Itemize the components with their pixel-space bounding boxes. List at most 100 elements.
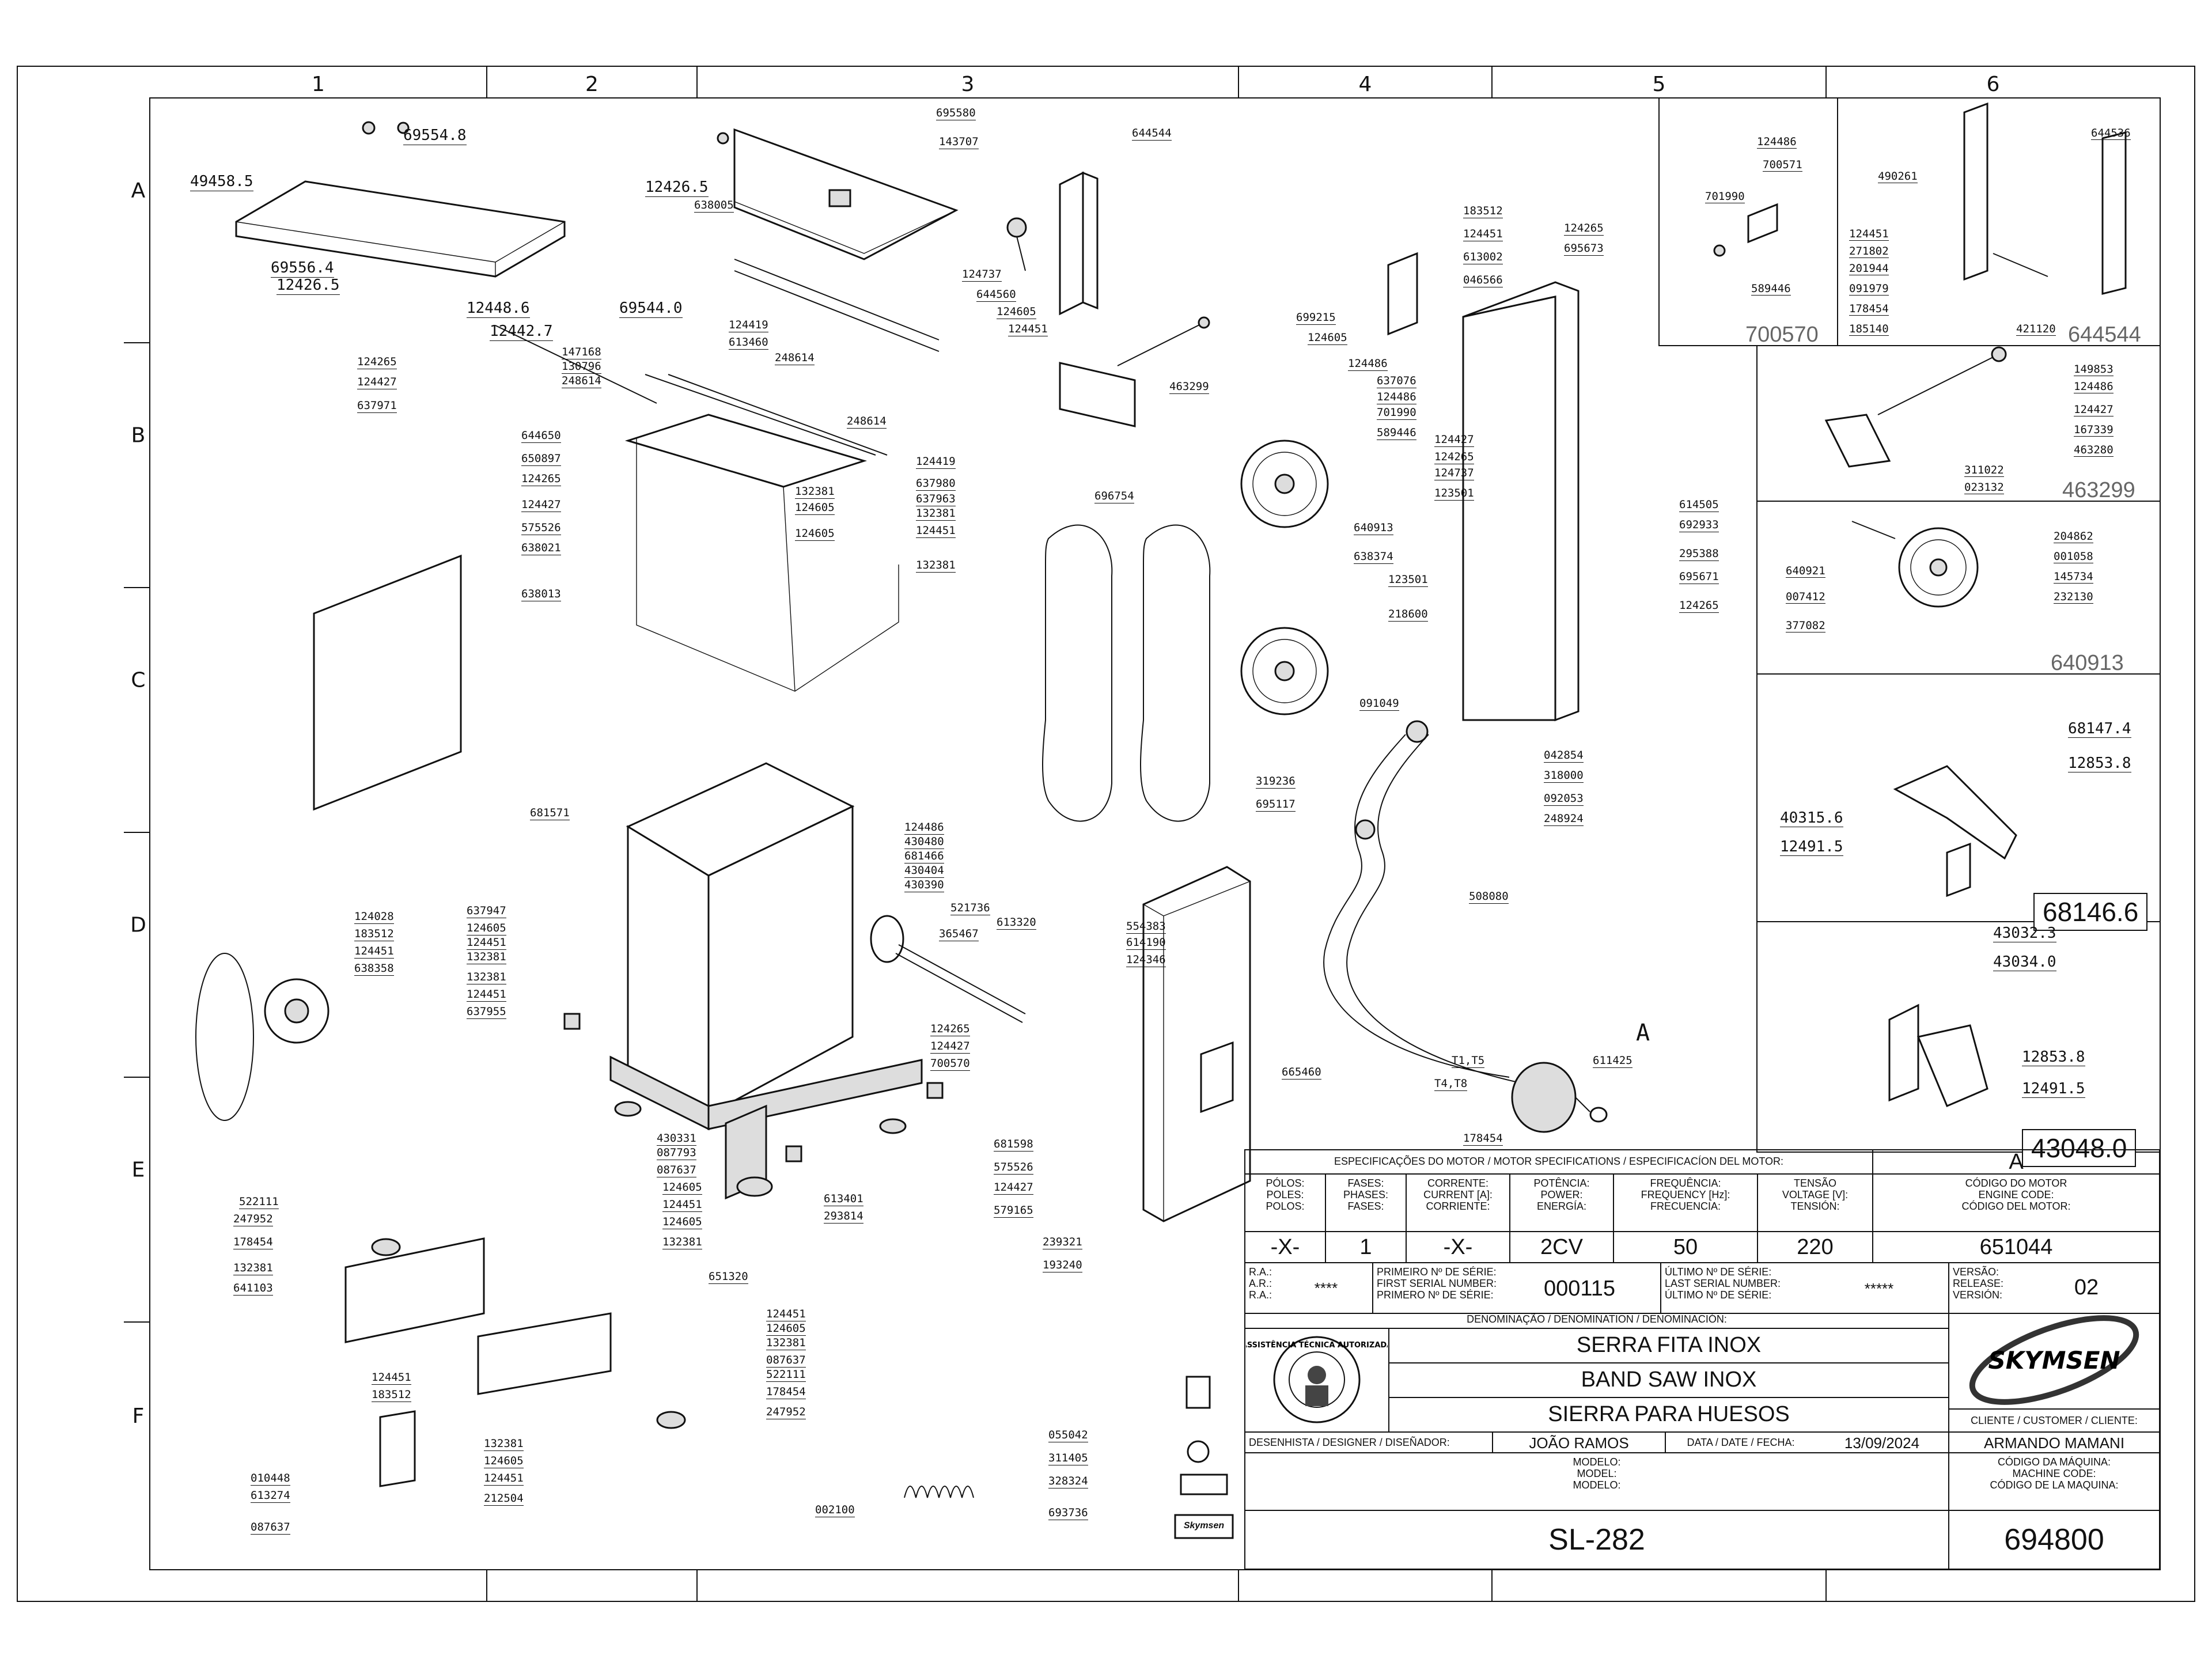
part-callout-a3: 143707	[939, 135, 979, 149]
part-callout-d2: 365467	[939, 927, 979, 941]
part-callout-b4: 124605	[1308, 331, 1347, 345]
motor-spec-value: 1	[1326, 1232, 1407, 1263]
part-callout-b1: 124427	[521, 498, 561, 512]
support-brackets	[344, 1237, 686, 1487]
part-callout-b1: 638013	[521, 588, 561, 601]
part-callout-d2: 681571	[530, 806, 570, 820]
motor-spec-header: ESPECIFICAÇÕES DO MOTOR / MOTOR SPECIFIC…	[1245, 1150, 1873, 1175]
inset-callout: 167339	[2074, 423, 2113, 437]
date-label: DATA / DATE / FECHA:	[1666, 1433, 1816, 1453]
part-callout-e1: 124451	[766, 1308, 806, 1321]
inset-callout: 589446	[1751, 282, 1791, 296]
part-callout-b1: 124605	[795, 501, 835, 515]
part-callout-e2: 681598	[994, 1138, 1033, 1152]
part-callout-e1: 641103	[233, 1282, 273, 1296]
part-callout-d2: 430480	[904, 835, 944, 849]
part-callout-e2: 087637	[657, 1164, 696, 1177]
part-callout-d2: 132381	[467, 950, 506, 964]
part-callout-b1: 124265	[357, 355, 397, 369]
part-callout-a3: 638005	[694, 199, 734, 213]
part-callout-b4: 124486	[1377, 391, 1416, 404]
inset-tag: 640913	[2051, 651, 2124, 675]
inset-callout: 640921	[1786, 565, 1825, 578]
inset-callout: 12491.5	[2022, 1080, 2085, 1098]
part-callout-b1: 644650	[521, 429, 561, 443]
part-callout-b4: 124486	[1348, 357, 1388, 371]
part-callout-b1: 248614	[847, 415, 887, 429]
grid-row-label: E	[132, 1158, 145, 1182]
motor-spec-value: 50	[1614, 1232, 1758, 1263]
last-serial-label-en: LAST SERIAL NUMBER:	[1665, 1277, 1781, 1289]
inset-frame	[1756, 921, 2161, 1153]
part-callout-b1: 575526	[521, 521, 561, 535]
part-callout-d2: 124605	[467, 922, 506, 935]
part-callout-e2: 124605	[662, 1181, 702, 1195]
inset-68146-geometry	[1893, 765, 2017, 897]
inset-callout: 007412	[1786, 590, 1825, 604]
part-callout-a3: 124737	[962, 268, 1002, 282]
part-callout-e1: 124451	[372, 1371, 411, 1385]
part-callout-d2: 638358	[354, 962, 394, 976]
title-block: ESPECIFICAÇÕES DO MOTOR / MOTOR SPECIFIC…	[1241, 1149, 2160, 1570]
part-callout-b1: 637963	[916, 493, 956, 506]
inset-callout: 201944	[1849, 262, 1889, 275]
name-pt: SERRA FITA INOX	[1389, 1329, 1949, 1363]
part-callout-b4: 699215	[1296, 311, 1336, 325]
part-callout-d2: 124486	[904, 821, 944, 835]
part-callout-f1: 010448	[251, 1472, 290, 1486]
part-callout-b4: 124451	[1463, 228, 1503, 241]
part-callout-d2: 681466	[904, 850, 944, 863]
spring-002100	[904, 1486, 974, 1498]
inset-tag: 700570	[1745, 323, 1819, 347]
part-callout-b1: 248614	[562, 374, 601, 388]
grid-col-label-top: 5	[1653, 73, 1666, 96]
part-callout-b4: 701990	[1377, 406, 1416, 420]
part-callout-b1: 613460	[729, 336, 768, 350]
part-callout-b1: 124265	[521, 472, 561, 486]
part-callout-d2: 132381	[467, 971, 506, 984]
part-callout-f1: 124605	[484, 1455, 524, 1468]
date-value: 13/09/2024	[1816, 1433, 1949, 1453]
machine-code-label-pt: CÓDIGO DA MÁQUINA:	[1997, 1456, 2111, 1468]
part-callout-a3: 124451	[1008, 323, 1048, 336]
inset-callout: 091979	[1849, 282, 1889, 296]
part-callout-b4: 123501	[1388, 573, 1428, 587]
part-callout-e1: 132381	[233, 1262, 273, 1275]
part-callout-b1: 132381	[795, 485, 835, 499]
part-callout-c4: 319236	[1256, 775, 1296, 789]
part-callout-e1: 132381	[766, 1336, 806, 1350]
saw-column	[1387, 252, 1580, 722]
last-serial-label-es: ÚLTIMO Nº DE SÉRIE:	[1665, 1289, 1772, 1301]
inset-callout: 178454	[1849, 302, 1889, 316]
inset-tag: 644544	[2068, 323, 2141, 347]
client-name: ARMANDO MAMANI	[1949, 1433, 2159, 1453]
part-callout-d2: 430390	[904, 878, 944, 892]
inset-callout: 12853.8	[2022, 1048, 2085, 1066]
ra-label-en: A.R.:	[1249, 1277, 1272, 1289]
part-callout-a3r: 463299	[1169, 380, 1209, 394]
part-callout-a3: 124605	[997, 305, 1036, 319]
machine-code: 694800	[2004, 1523, 2104, 1556]
part-callout-a1: 12426.5	[276, 276, 340, 295]
part-callout-e2: 087793	[657, 1146, 696, 1160]
part-callout-d2: 124427	[930, 1040, 970, 1054]
part-callout-b1: 132381	[916, 559, 956, 573]
grid-col-label-top: 4	[1359, 73, 1372, 96]
machine-code-label-en: MACHINE CODE:	[2012, 1467, 2096, 1479]
motor-spec-head-line: FREQUENCY [Hz]:	[1641, 1188, 1730, 1200]
part-callout-f1: 328324	[1048, 1475, 1088, 1488]
inset-callout: 700571	[1763, 158, 1802, 172]
inset-callout: 43032.3	[1993, 925, 2056, 942]
labels-stickers	[1174, 1376, 1234, 1539]
motor-spec-head-line: POLOS:	[1266, 1200, 1305, 1212]
part-callout-b4: 637076	[1377, 374, 1416, 388]
part-callout-b1: 124605	[795, 527, 835, 541]
inset-callout: 421120	[2016, 323, 2056, 336]
inset-callout: 124427	[2074, 403, 2113, 416]
motor-spec-value: 2CV	[1510, 1232, 1614, 1263]
grid-col-label-top: 2	[585, 73, 599, 96]
part-callout-motor: A	[1636, 1020, 1650, 1046]
inset-callout: 124486	[2074, 380, 2113, 393]
motor-spec-head: POTÊNCIA:POWER:ENERGÍA:	[1510, 1175, 1614, 1232]
